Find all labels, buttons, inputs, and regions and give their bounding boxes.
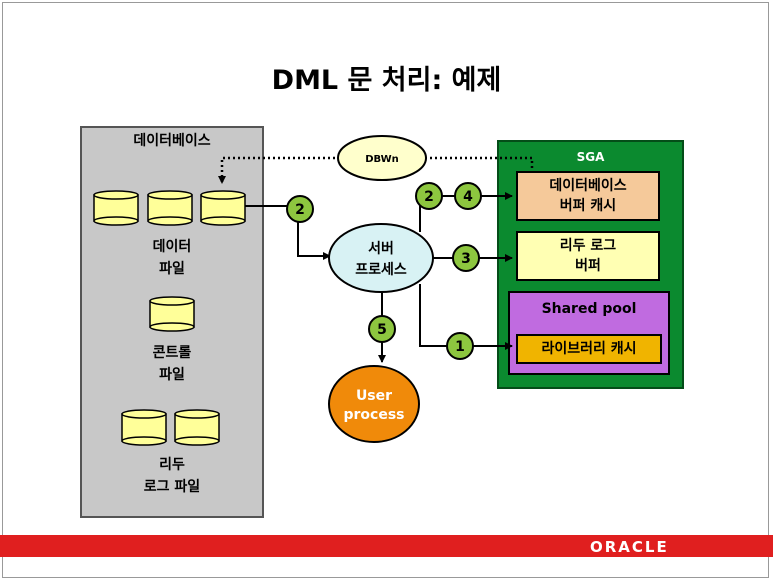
svg-text:1: 1	[455, 339, 465, 355]
redo-buffer-line1: 리두 로그	[559, 238, 617, 254]
redolog-cylinder-1	[121, 409, 167, 446]
redolog-label-line2: 로그 파일	[143, 479, 201, 495]
buffer-cache-box: 데이터베이스 버퍼 캐시	[516, 171, 660, 221]
library-cache-box: 라이브러리 캐시	[516, 334, 662, 364]
step-2-circle-buffer: 2	[415, 182, 443, 210]
footer-bar	[0, 535, 773, 557]
svg-text:5: 5	[377, 322, 387, 338]
svg-text:2: 2	[424, 189, 434, 205]
oracle-logo: ORACLE	[590, 538, 669, 556]
dbwn-label: DBWn	[365, 154, 399, 165]
svg-text:2: 2	[295, 202, 305, 218]
controlfile-label-line2: 파일	[159, 367, 185, 383]
svg-text:4: 4	[463, 189, 473, 205]
datafiles-label-line1: 데이터	[152, 239, 192, 255]
datafiles-label-line2: 파일	[159, 261, 185, 277]
controlfile-cylinder	[149, 296, 195, 332]
library-cache-label: 라이브러리 캐시	[541, 341, 637, 357]
redolog-cylinder-2	[174, 409, 220, 446]
dbwn-ellipse	[337, 135, 427, 181]
dbwn-dotted-line-left	[218, 156, 340, 184]
page-title: DML 문 처리: 예제	[271, 65, 502, 96]
dbwn-dotted-line-right	[425, 156, 534, 170]
sga-label: SGA	[576, 150, 605, 164]
datafile-cylinder-1	[93, 190, 139, 226]
svg-text:3: 3	[461, 251, 471, 267]
step-1-circle: 1	[446, 332, 474, 360]
datafile-cylinder-2	[147, 190, 193, 226]
redolog-label-line1: 리두	[159, 457, 185, 473]
server-process-line2: 프로세스	[355, 262, 407, 278]
redo-log-buffer-box: 리두 로그 버퍼	[516, 231, 660, 281]
server-process-line1: 서버	[368, 240, 394, 257]
redo-buffer-line2: 버퍼	[575, 258, 601, 274]
server-to-library-cache-arrow	[419, 284, 513, 350]
step-3-circle: 3	[452, 244, 480, 272]
step-2-circle-datafile: 2	[286, 195, 314, 223]
buffer-cache-line1: 데이터베이스	[549, 178, 627, 194]
user-process-ellipse	[328, 365, 420, 443]
user-process-line2: process	[343, 407, 404, 423]
database-label: 데이터베이스	[133, 133, 211, 149]
server-process-ellipse	[328, 223, 434, 293]
user-process-line1: User	[356, 388, 392, 404]
controlfile-label-line1: 콘트롤	[152, 345, 192, 361]
buffer-cache-line2: 버퍼 캐시	[559, 198, 617, 214]
step-4-circle: 4	[454, 182, 482, 210]
step-5-circle: 5	[368, 315, 396, 343]
datafile-cylinder-3	[200, 190, 246, 226]
datafile-to-server-arrow	[245, 205, 331, 260]
shared-pool-label: Shared pool	[541, 301, 637, 317]
